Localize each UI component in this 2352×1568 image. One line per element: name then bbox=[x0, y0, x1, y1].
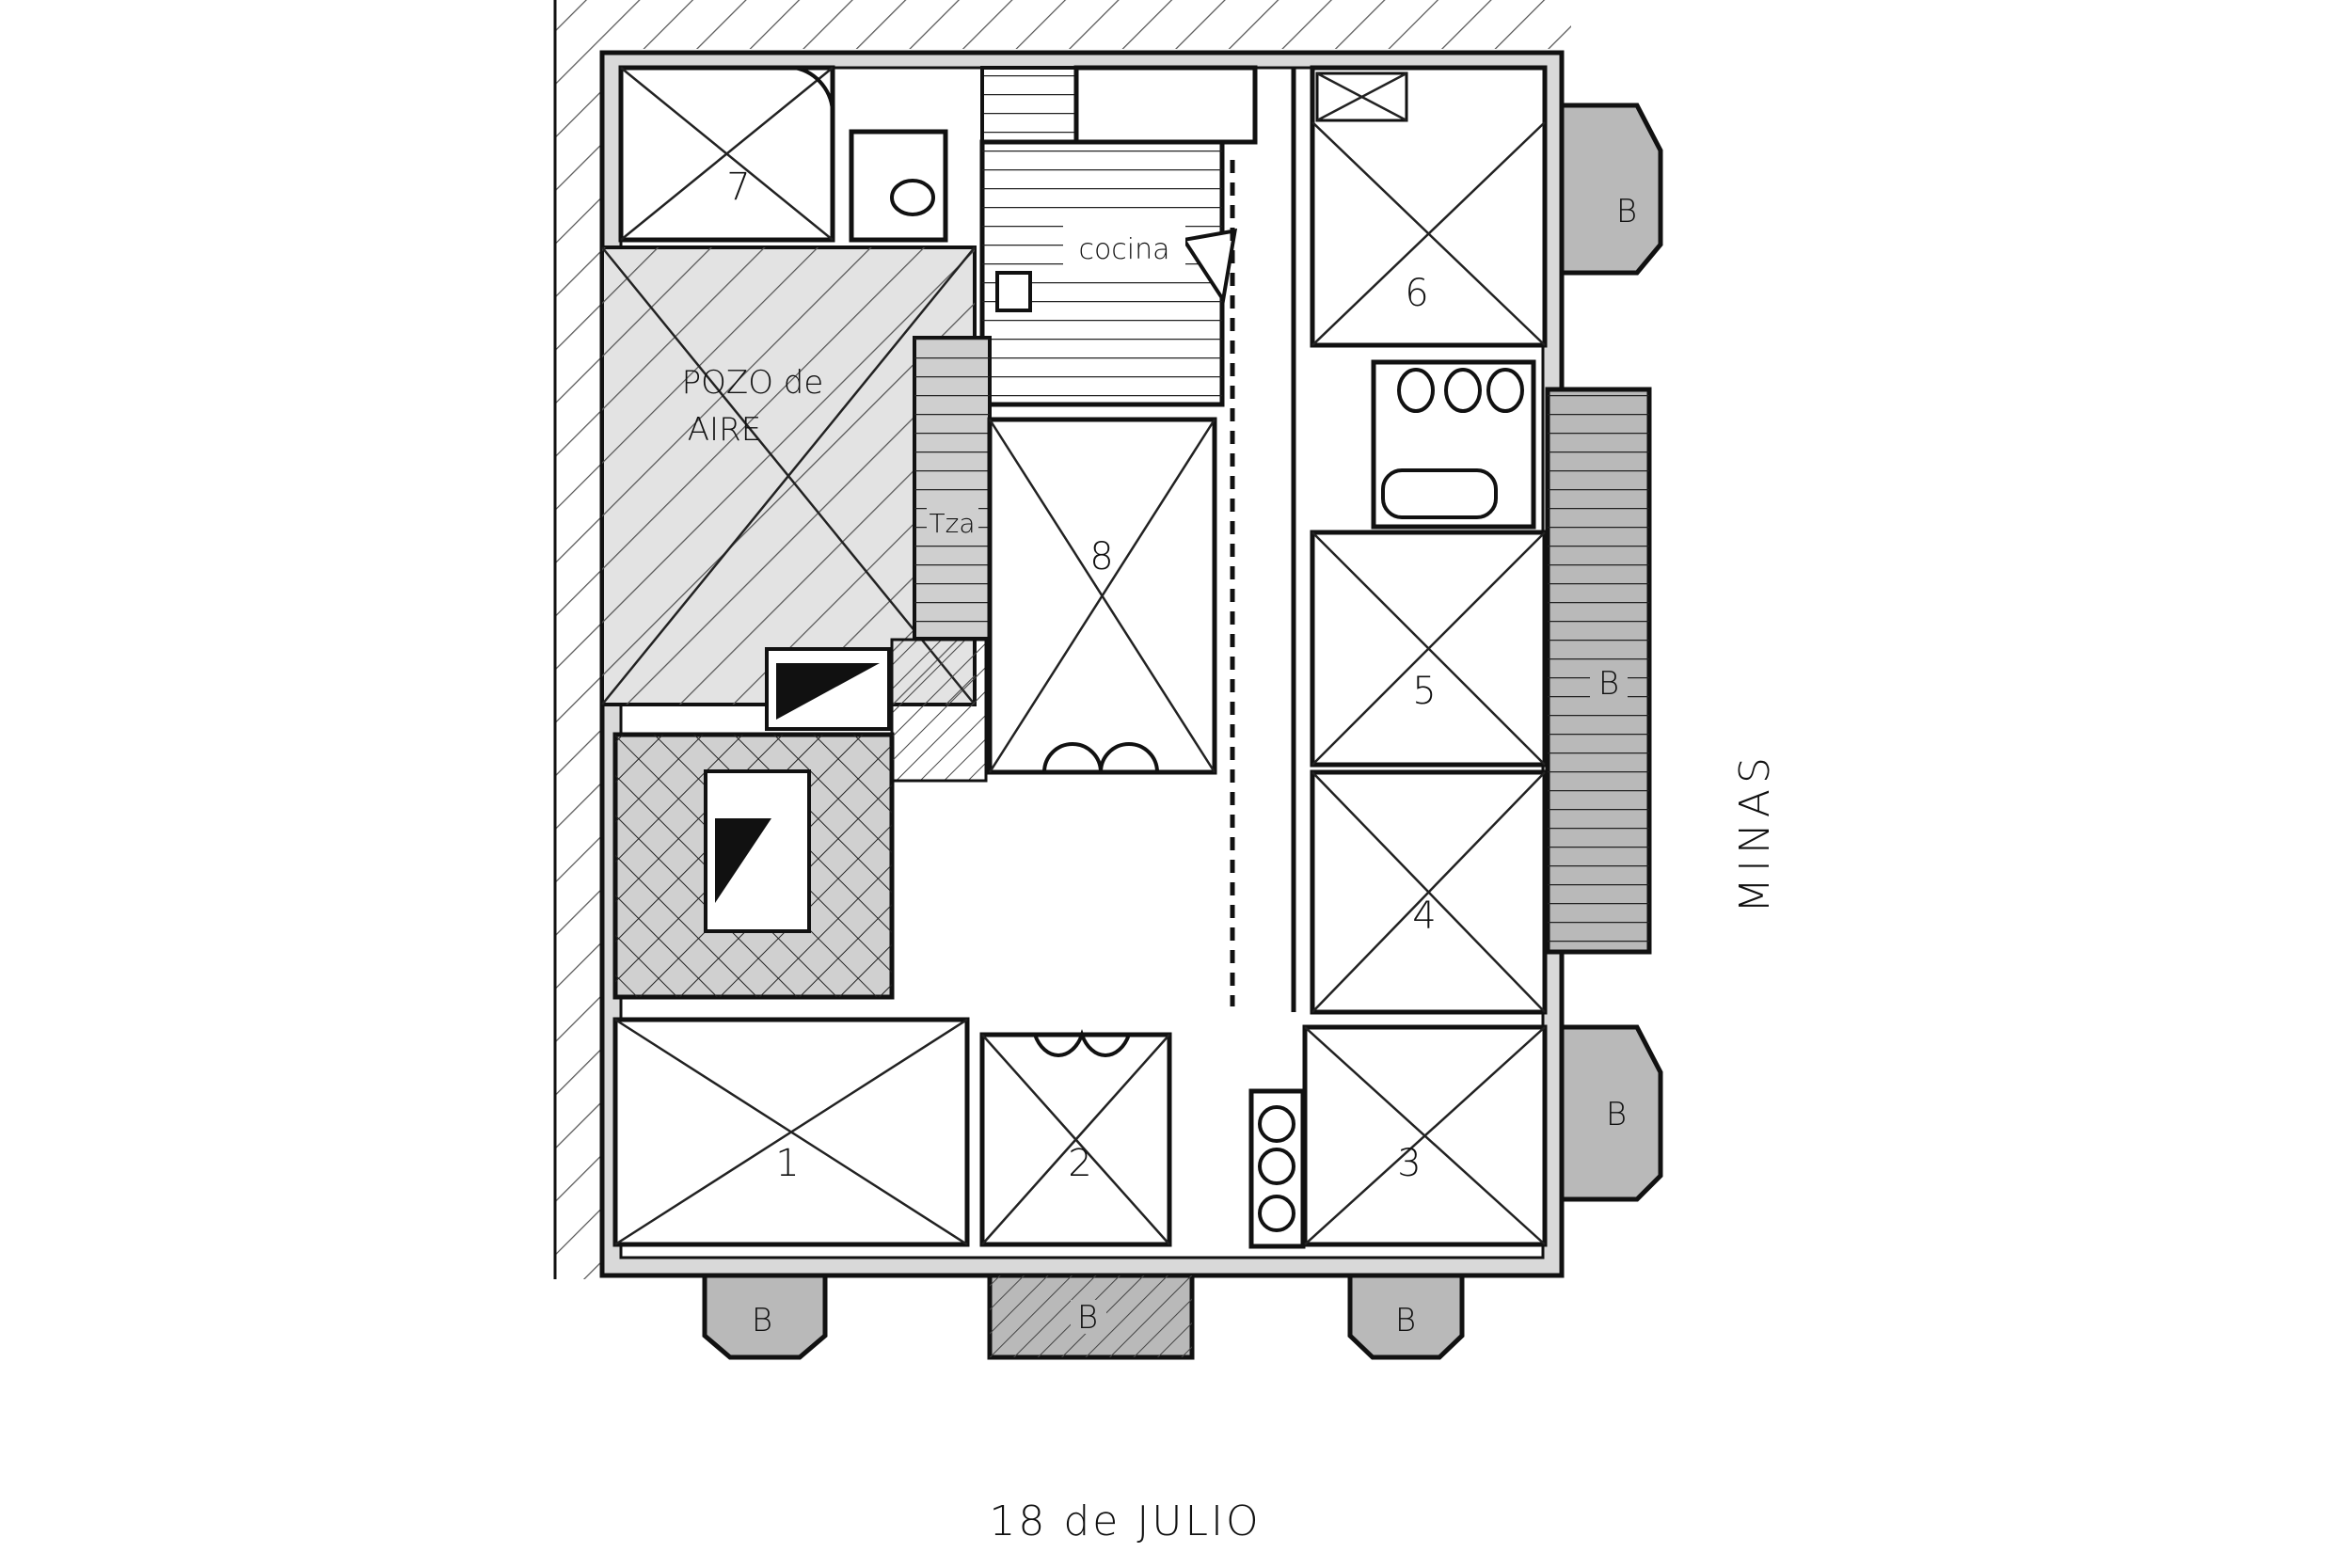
room-2: 2 bbox=[979, 1029, 1172, 1247]
room-6: 6 bbox=[1310, 65, 1548, 348]
street-label-18-de-julio: 18 de JULIO bbox=[989, 1497, 1261, 1545]
room-1: 1 bbox=[612, 1017, 970, 1247]
balcony-label: B bbox=[752, 1302, 772, 1339]
kitchen-label: cocina bbox=[1078, 233, 1169, 266]
room-3: 3 bbox=[1302, 1024, 1548, 1247]
air-shaft-label-2: AIRE bbox=[688, 411, 761, 449]
room-7-label: 7 bbox=[726, 166, 750, 209]
room-6-label: 6 bbox=[1405, 272, 1428, 315]
balcony-right-bottom: B bbox=[1559, 1024, 1663, 1202]
room-2-label: 2 bbox=[1068, 1142, 1091, 1185]
service-room bbox=[1073, 65, 1258, 145]
balcony-bottom-left: B bbox=[702, 1273, 828, 1360]
service-stair bbox=[980, 66, 1078, 144]
room-8: 8 bbox=[987, 417, 1217, 775]
room-4-label: 4 bbox=[1412, 895, 1436, 938]
closet bbox=[1248, 1088, 1306, 1249]
street-label-minas: MINAS bbox=[1731, 752, 1779, 913]
balcony-label: B bbox=[1606, 1096, 1627, 1133]
balcony-bottom-center: B bbox=[987, 1273, 1195, 1360]
room-4: 4 bbox=[1310, 769, 1548, 1015]
balcony-label: B bbox=[1077, 1299, 1098, 1337]
main-stair bbox=[612, 638, 988, 1000]
terrace-label: Tza bbox=[930, 508, 976, 539]
air-shaft-label-1: POZO de bbox=[682, 364, 824, 402]
neighbor-hatching bbox=[553, 0, 1571, 1279]
room-3-label: 3 bbox=[1397, 1142, 1421, 1185]
balcony-label: B bbox=[1395, 1302, 1416, 1339]
balcony-right-middle: B bbox=[1545, 387, 1652, 955]
balcony-label: B bbox=[1598, 665, 1619, 703]
balcony-bottom-right: B bbox=[1347, 1273, 1465, 1360]
terrace: Tza bbox=[913, 336, 992, 641]
room-7: 7 bbox=[618, 65, 835, 243]
bathroom bbox=[849, 129, 948, 243]
room-5: 5 bbox=[1310, 530, 1548, 768]
kitchen: cocina bbox=[979, 139, 1238, 407]
balcony-right-top: B bbox=[1559, 103, 1663, 276]
room-1-label: 1 bbox=[775, 1142, 799, 1185]
balcony-label: B bbox=[1616, 193, 1637, 230]
room-8-label: 8 bbox=[1089, 535, 1113, 578]
bathroom-fixtures bbox=[1371, 359, 1536, 530]
room-5-label: 5 bbox=[1412, 670, 1436, 713]
